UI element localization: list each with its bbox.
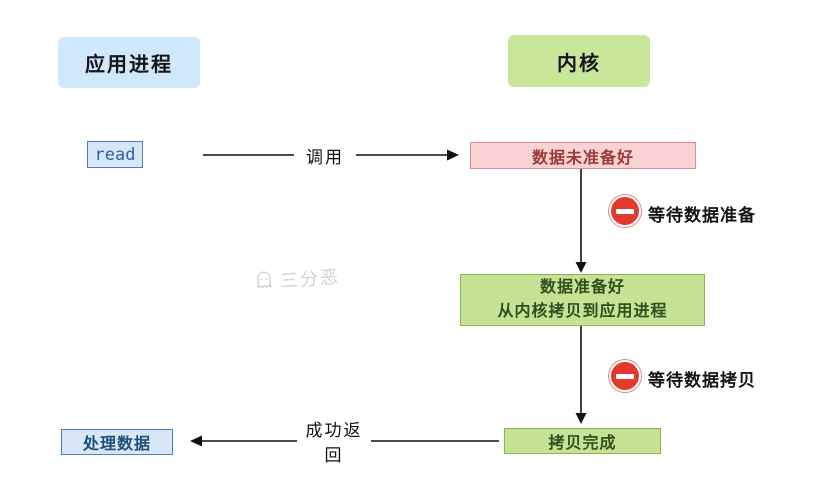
no-entry-icon <box>609 195 641 227</box>
copy-complete-node: 拷贝完成 <box>504 428 661 454</box>
watermark: 三分恶 <box>251 263 341 295</box>
call-arrow-label: 调用 <box>294 142 356 168</box>
no-entry-icon <box>609 360 641 392</box>
wait-data-copy-label: 等待数据拷贝 <box>648 371 756 390</box>
data-not-ready-node: 数据未准备好 <box>470 142 696 169</box>
success-return-label: 成功返回 <box>297 421 371 465</box>
data-ready-node: 数据准备好 从内核拷贝到应用进程 <box>460 274 705 326</box>
watermark-text: 三分恶 <box>279 266 341 292</box>
kernel-header: 内核 <box>508 35 650 87</box>
process-data-node: 处理数据 <box>61 429 173 455</box>
no-entry-bar <box>616 373 634 379</box>
no-entry-bar <box>616 208 634 214</box>
app-process-header: 应用进程 <box>58 37 200 88</box>
ghost-icon <box>257 271 272 290</box>
read-node: read <box>87 141 143 168</box>
wait-data-prepare-label: 等待数据准备 <box>648 206 756 225</box>
data-ready-line1: 数据准备好 <box>539 279 625 296</box>
data-ready-line2: 从内核拷贝到应用进程 <box>497 303 668 320</box>
